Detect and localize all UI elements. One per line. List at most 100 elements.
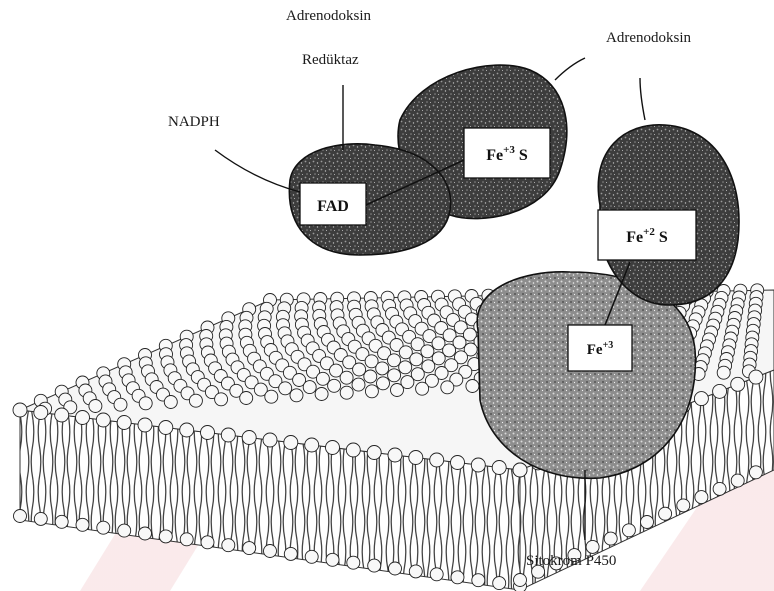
lipid-head: [164, 396, 177, 409]
lipid-head: [263, 433, 277, 447]
adrenodoksin-label: Adrenodoksin: [606, 30, 691, 47]
lipid-head: [265, 390, 278, 403]
lipid-head: [326, 553, 339, 566]
lipid-head: [364, 370, 377, 383]
lipid-head: [368, 559, 381, 572]
lipid-head: [694, 392, 708, 406]
lipid-head: [315, 388, 328, 401]
lipid-head: [201, 426, 215, 440]
lipid-head: [201, 536, 214, 549]
lipid-head: [222, 539, 235, 552]
lipid-head: [466, 380, 479, 393]
lipid-head: [118, 524, 131, 537]
lipid-head: [89, 400, 102, 413]
lipid-head: [421, 345, 434, 358]
lipid-head: [316, 372, 329, 385]
lipid-head: [159, 530, 172, 543]
lipid-head: [622, 524, 635, 537]
lipid-head: [713, 482, 726, 495]
lipid-head: [604, 532, 617, 545]
lipid-head: [13, 403, 27, 417]
lipid-head: [242, 431, 256, 445]
lipid-head: [55, 515, 68, 528]
lipid-head: [340, 386, 353, 399]
lipid-head: [76, 411, 90, 425]
lipid-head: [586, 540, 599, 553]
lipid-head: [451, 571, 464, 584]
lipid-head: [159, 421, 173, 435]
lipid-head: [180, 423, 194, 437]
lipid-head: [749, 370, 763, 384]
lipid-head: [514, 574, 527, 587]
lipid-head: [340, 371, 353, 384]
lipid-head: [138, 418, 152, 432]
lipid-head: [326, 441, 340, 455]
sitokrom-p450-label: Sitokrom P450: [526, 553, 616, 570]
lipid-head: [717, 366, 730, 379]
lipid-head: [305, 550, 318, 563]
lipid-head: [347, 556, 360, 569]
lipid-head: [34, 406, 48, 420]
lipid-head: [472, 574, 485, 587]
lipid-head: [180, 533, 193, 546]
lipid-head: [346, 443, 360, 457]
lipid-head: [365, 385, 378, 398]
lipid-head: [303, 381, 316, 394]
lipid-head: [388, 354, 401, 367]
lipid-head: [399, 361, 412, 374]
lipid-head: [451, 456, 465, 470]
lipid-head: [139, 397, 152, 410]
lipid-head: [409, 451, 423, 465]
lipid-head: [389, 562, 402, 575]
lipid-head: [328, 379, 341, 392]
lipid-head: [659, 507, 672, 520]
adrenodoksin-top-leader: [555, 58, 585, 80]
fad-label: FAD: [317, 198, 349, 215]
lipid-head: [76, 518, 89, 531]
lipid-head: [97, 521, 110, 534]
lipid-head: [305, 438, 319, 452]
lipid-head: [55, 408, 69, 422]
lipid-head: [376, 362, 389, 375]
lipid-head: [215, 393, 228, 406]
lipid-head: [114, 398, 127, 411]
lipid-head: [493, 577, 506, 590]
lipid-head: [279, 382, 292, 395]
lipid-head: [677, 499, 690, 512]
lipid-head: [243, 542, 256, 555]
adrenodoksin-reduktaz-label-line1: Adrenodoksin: [286, 8, 371, 25]
lipid-head: [695, 491, 708, 504]
lipid-head: [96, 413, 110, 427]
lipid-head: [189, 394, 202, 407]
adrenodoksin-reduktaz-protein: FAD Fe+3 S: [215, 58, 585, 255]
lipid-head: [367, 446, 381, 460]
lipid-head: [352, 378, 365, 391]
lipid-head: [117, 416, 131, 430]
lipid-head: [264, 545, 277, 558]
lipid-head: [290, 389, 303, 402]
lipid-head: [388, 369, 401, 382]
adrenodoksin-leader: [640, 78, 645, 120]
lipid-head: [353, 363, 366, 376]
lipid-head: [731, 474, 744, 487]
lipid-head: [471, 458, 485, 472]
lipid-head: [34, 512, 47, 525]
lipid-head: [641, 516, 654, 529]
lipid-head: [731, 377, 745, 391]
nadph-leader: [215, 150, 300, 192]
lipid-head: [410, 353, 423, 366]
lipid-head: [409, 565, 422, 578]
lipid-head: [377, 377, 390, 390]
lipid-head: [284, 547, 297, 560]
lipid-head: [391, 384, 404, 397]
lipid-head: [416, 382, 429, 395]
lipid-head: [713, 384, 727, 398]
nadph-label: NADPH: [168, 114, 220, 131]
lipid-head: [388, 448, 402, 462]
lipid-head: [284, 436, 298, 450]
lipid-head: [513, 463, 527, 477]
lipid-head: [139, 527, 152, 540]
lipid-head: [221, 428, 235, 442]
